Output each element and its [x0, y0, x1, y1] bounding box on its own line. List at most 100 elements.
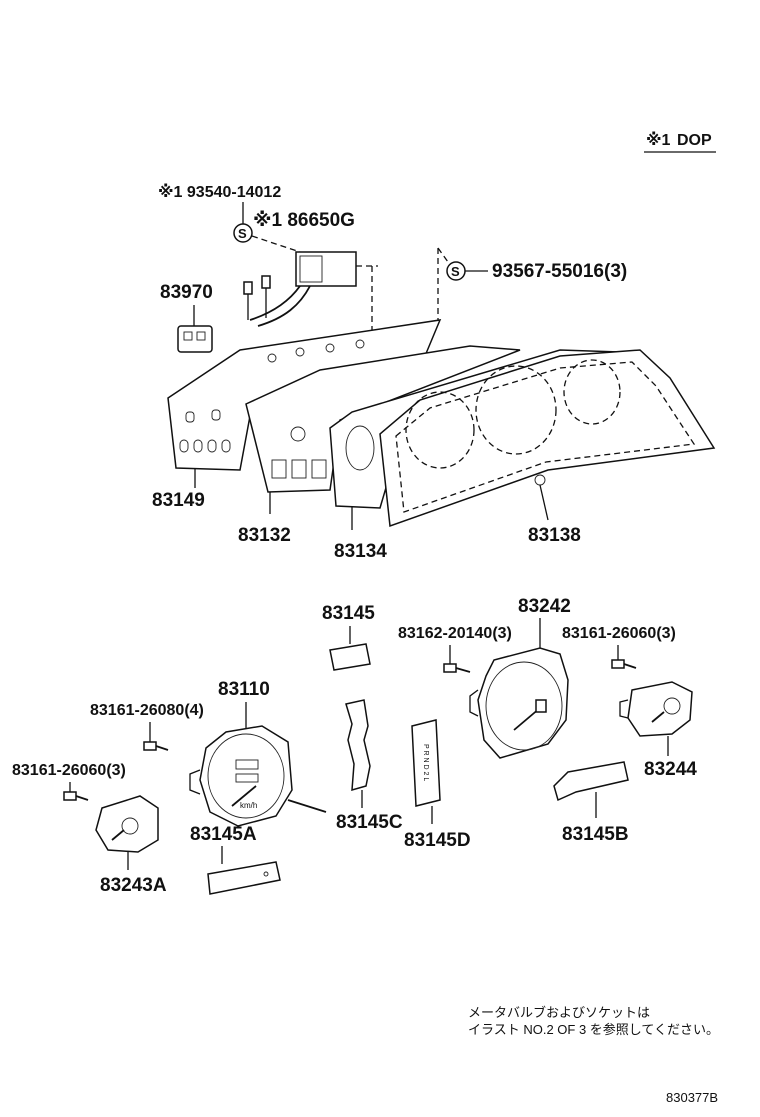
- case-outline: [245, 345, 521, 493]
- plate-83145B-shape: [553, 761, 629, 802]
- harness-connector-inner: [299, 255, 323, 283]
- gauge-83243A-body: [95, 795, 159, 853]
- label-83161-26060-b: 83161-26060(3): [562, 625, 676, 642]
- screw-83162-head: [443, 663, 457, 673]
- pcb-hole-6: [211, 409, 221, 421]
- pcb-hole-2: [193, 439, 203, 453]
- leader-86650G: [251, 235, 301, 253]
- lens-knob: [534, 474, 546, 486]
- legend-text: DOP: [677, 132, 712, 149]
- note-line-2: イラスト NO.2 OF 3 を参照してください。: [468, 1022, 719, 1037]
- tach-hub: [535, 699, 547, 713]
- label-83162-20140: 83162-20140(3): [398, 625, 512, 642]
- label-83145B: 83145B: [562, 824, 629, 845]
- gauge-83244-body: [627, 681, 693, 737]
- screw-26080-head: [143, 741, 157, 751]
- pcb-hole-1: [179, 439, 189, 453]
- case-slot-2: [291, 459, 307, 479]
- gauge-83243A-hub: [121, 817, 139, 835]
- tach-housing: [477, 647, 569, 759]
- harness-86650G: [243, 251, 378, 330]
- label-83242: 83242: [518, 596, 571, 617]
- label-83134: 83134: [334, 541, 387, 562]
- screw-83162-shaft: [455, 667, 471, 673]
- s-mark-2: S: [446, 261, 466, 281]
- plate-83145D-shape: [411, 719, 441, 807]
- harness-wire-a: [249, 285, 301, 321]
- speedo-needle: [231, 785, 257, 807]
- socket-pin-a: [183, 331, 193, 341]
- speedo-unit: km/h: [240, 801, 257, 810]
- label-83145: 83145: [322, 603, 375, 624]
- figure-id: 830377B: [666, 1090, 718, 1105]
- plate-83145C-shape: [345, 699, 371, 792]
- case-slot-1: [271, 459, 287, 479]
- harness-pin-2: [261, 275, 271, 289]
- dop-legend: ※1 DOP: [644, 131, 716, 153]
- label-83145C: 83145C: [336, 812, 403, 833]
- label-93567-55016: 93567-55016(3): [492, 261, 627, 282]
- gauge-83244: [619, 681, 693, 756]
- label-83244: 83244: [644, 759, 697, 780]
- label-86650G: ※1 86650G: [253, 210, 355, 231]
- s-circle-1: [233, 223, 253, 243]
- tach-dial: [485, 661, 563, 751]
- pcb-dot-2: [295, 347, 305, 357]
- speedo-trip: [235, 773, 259, 783]
- lens-outline: [379, 349, 716, 528]
- pcb-hole-4: [221, 439, 231, 453]
- harness-connector: [295, 251, 357, 287]
- speedo-tab: [189, 769, 201, 795]
- screw-26080-shaft: [155, 745, 169, 751]
- lens-inner-dashed: [395, 361, 696, 513]
- s-text-2: S: [451, 264, 460, 279]
- screw-axis-dashed-b: [437, 247, 449, 263]
- lens-83138: [379, 349, 716, 528]
- lens-gauge-center: [475, 365, 557, 455]
- gauge-83243A: [95, 795, 159, 870]
- gauge-83244-hub: [663, 697, 681, 715]
- speedo-housing: [199, 725, 293, 827]
- gear-letters: P R N D 2 L: [422, 744, 429, 781]
- lens-gauge-left: [405, 391, 475, 469]
- screw-83161-a-head: [63, 791, 77, 801]
- panel-window: [345, 425, 375, 471]
- socket-body: [177, 325, 213, 353]
- gauge-83244-tab: [619, 699, 629, 719]
- label-83110: 83110: [218, 679, 270, 700]
- case-slot-3: [311, 459, 327, 479]
- gauge-83243A-needle: [111, 829, 125, 841]
- case-83132: [245, 345, 521, 514]
- speedo-cable: [287, 799, 327, 813]
- label-93540-14012: ※1 93540-14012: [158, 183, 281, 201]
- lens-gauge-right: [563, 359, 621, 425]
- harness-pin-1: [243, 281, 253, 295]
- label-83145A: 83145A: [190, 824, 257, 845]
- pcb-hole-3: [207, 439, 217, 453]
- tachometer-83242: [469, 647, 569, 759]
- pcb-dot-1: [267, 353, 277, 363]
- plate-83145B: [553, 761, 629, 818]
- case-boss: [290, 426, 306, 442]
- screw-83161-b: [611, 659, 637, 669]
- plate-83145A-hole: [263, 871, 269, 877]
- leader-83138: [539, 484, 549, 521]
- label-83138: 83138: [528, 525, 581, 546]
- socket-pin-b: [196, 331, 206, 341]
- speedo-dial: [207, 733, 285, 819]
- s-mark-1: S: [233, 223, 253, 243]
- label-83161-26060-a: 83161-26060(3): [12, 762, 126, 779]
- pcb-hole-5: [185, 411, 195, 423]
- harness-wire-b: [257, 285, 311, 327]
- screw-83161-b-shaft: [623, 663, 637, 669]
- note-line-1: メータバルブおよびソケットは: [468, 1005, 650, 1020]
- plate-83145C: [345, 699, 371, 808]
- screw-83161-a-shaft: [75, 795, 89, 801]
- screw-83161-a: [63, 791, 89, 801]
- speedometer-83110: km/h: [189, 725, 327, 827]
- label-83132: 83132: [238, 525, 291, 546]
- label-83145D: 83145D: [404, 830, 471, 851]
- plate-83145: [329, 643, 371, 671]
